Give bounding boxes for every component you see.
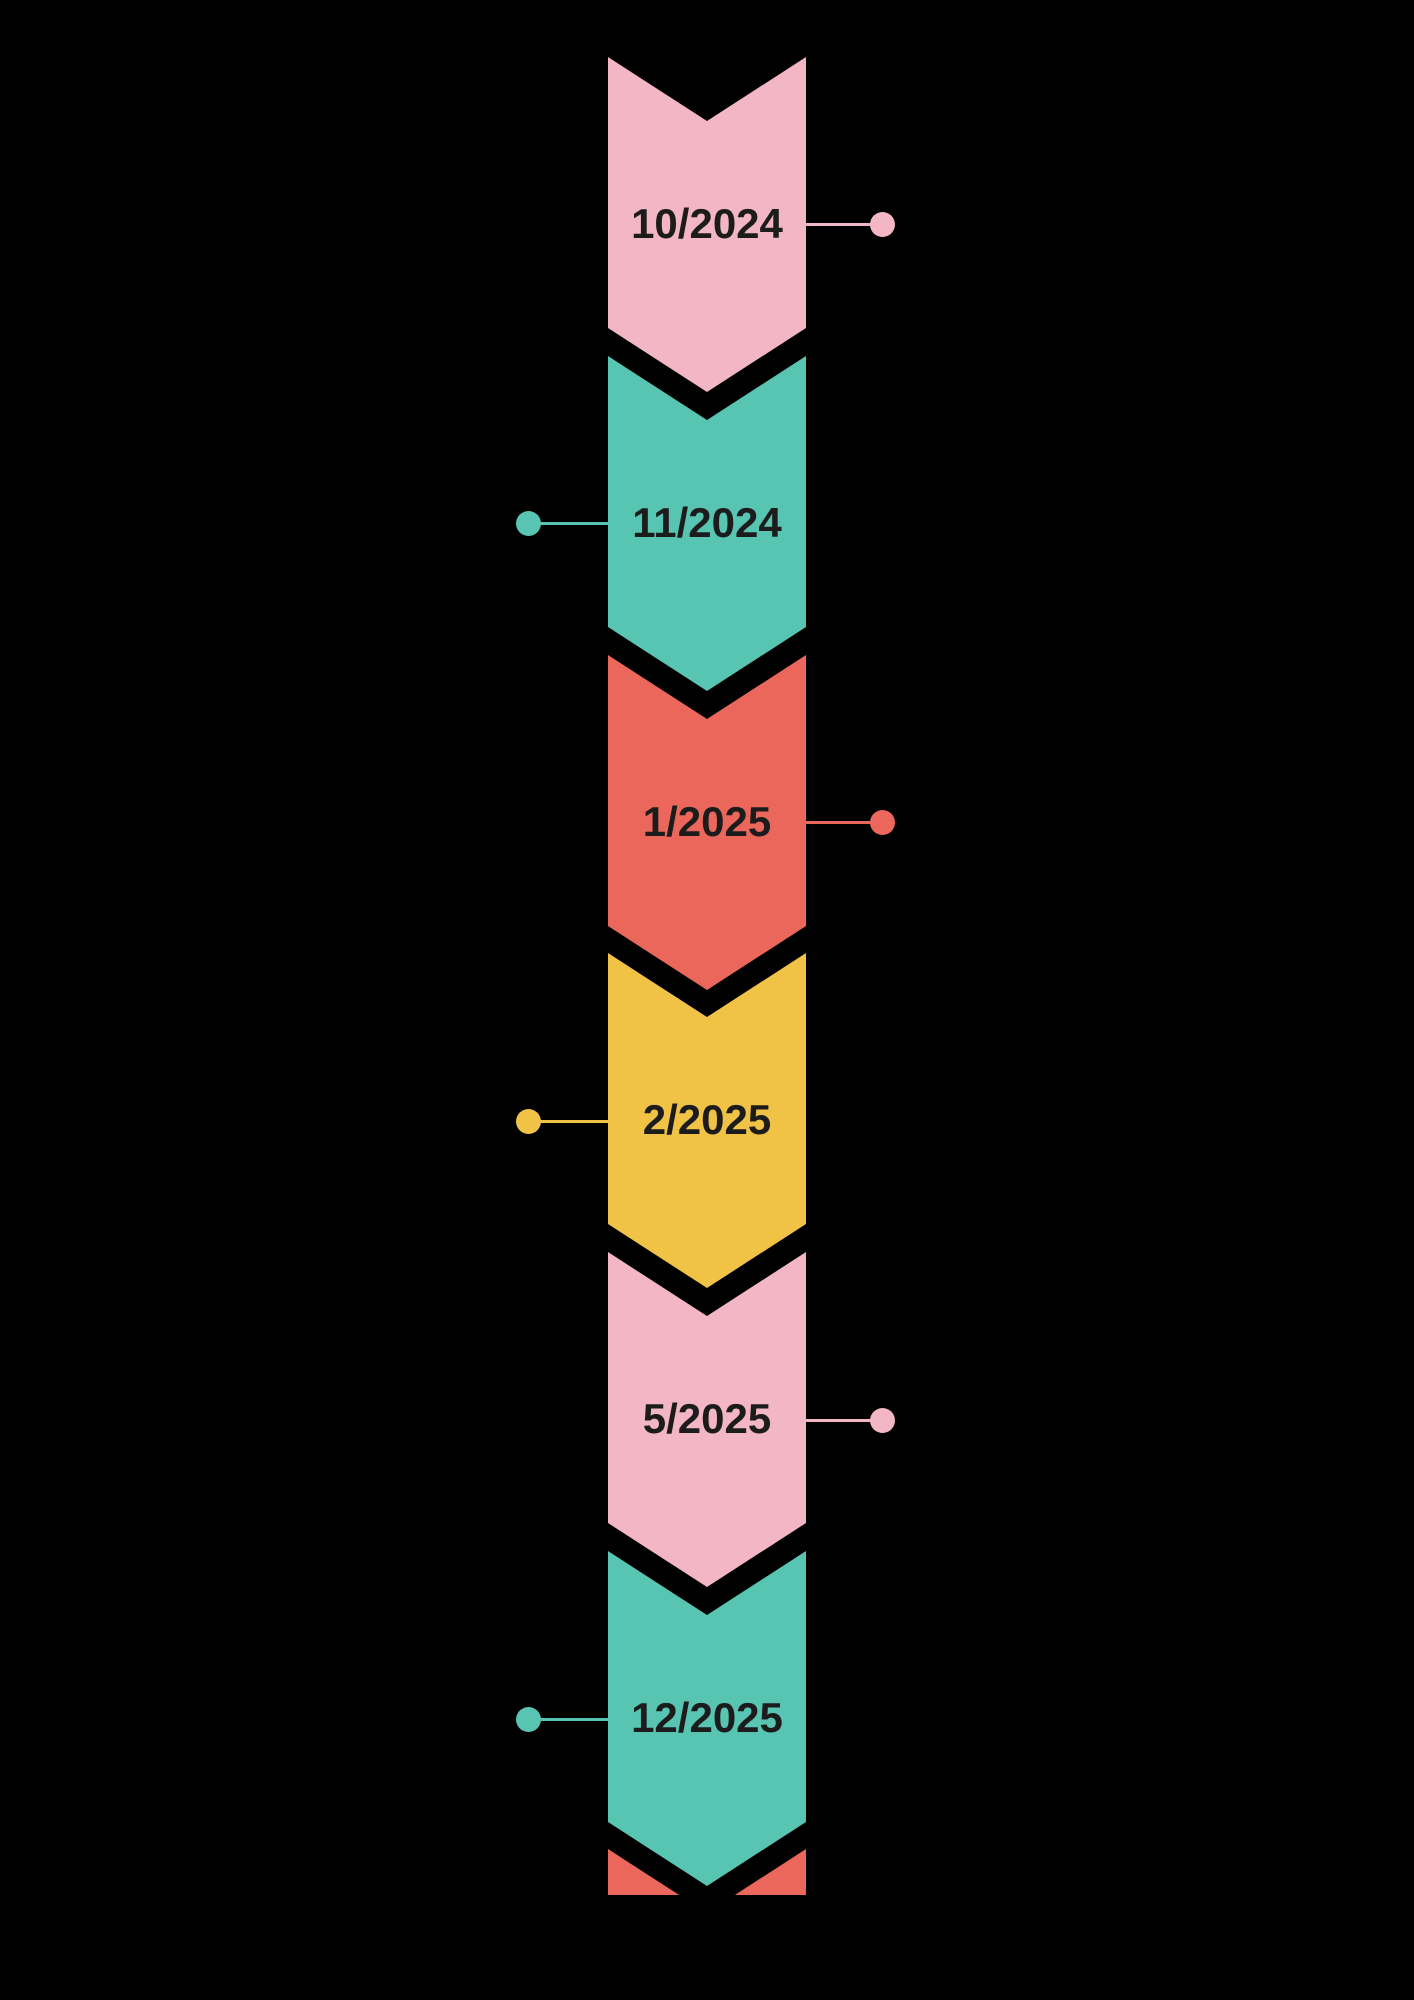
connector-12-2025 [516, 1707, 608, 1732]
timeline-canvas: 10/2024 11/2024 1/2025 2/2025 5/2025 [516, 57, 896, 1895]
connector-10-2024 [806, 212, 896, 237]
timeline-dot-icon [870, 212, 895, 237]
timeline-dot-icon [870, 810, 895, 835]
timeline-dot-icon [516, 1109, 541, 1134]
timeline-item-11-2024: 11/2024 [608, 356, 806, 691]
connector-2-2025 [516, 1109, 608, 1134]
connector-5-2025 [806, 1408, 896, 1433]
timeline-item-2-2025: 2/2025 [608, 953, 806, 1288]
connector-line [540, 1718, 608, 1721]
chevron-date-label: 1/2025 [642, 798, 772, 845]
timeline-dot-icon [516, 1707, 541, 1732]
chevron-date-label: 10/2024 [631, 200, 783, 247]
timeline-dot-icon [516, 511, 541, 536]
connector-line [806, 1419, 872, 1422]
timeline-item-12-2025: 12/2025 [608, 1551, 806, 1886]
chevron-date-label: 2/2025 [642, 1096, 772, 1143]
timeline-item-next-partial [608, 1849, 806, 1895]
connector-line [806, 821, 872, 824]
connector-11-2024 [516, 511, 608, 536]
timeline-dot-icon [870, 1408, 895, 1433]
timeline-item-1-2025: 1/2025 [608, 655, 806, 990]
timeline-item-10-2024: 10/2024 [608, 57, 806, 392]
chevron-date-label: 11/2024 [632, 499, 782, 546]
chevron-date-label: 5/2025 [642, 1395, 772, 1442]
connector-line [540, 1120, 608, 1123]
connector-line [806, 223, 872, 226]
chevron-date-label: 12/2025 [631, 1694, 783, 1741]
chevron-arrow-shape [608, 1849, 806, 1895]
connector-1-2025 [806, 810, 896, 835]
timeline-item-5-2025: 5/2025 [608, 1252, 806, 1587]
connector-line [540, 522, 608, 525]
